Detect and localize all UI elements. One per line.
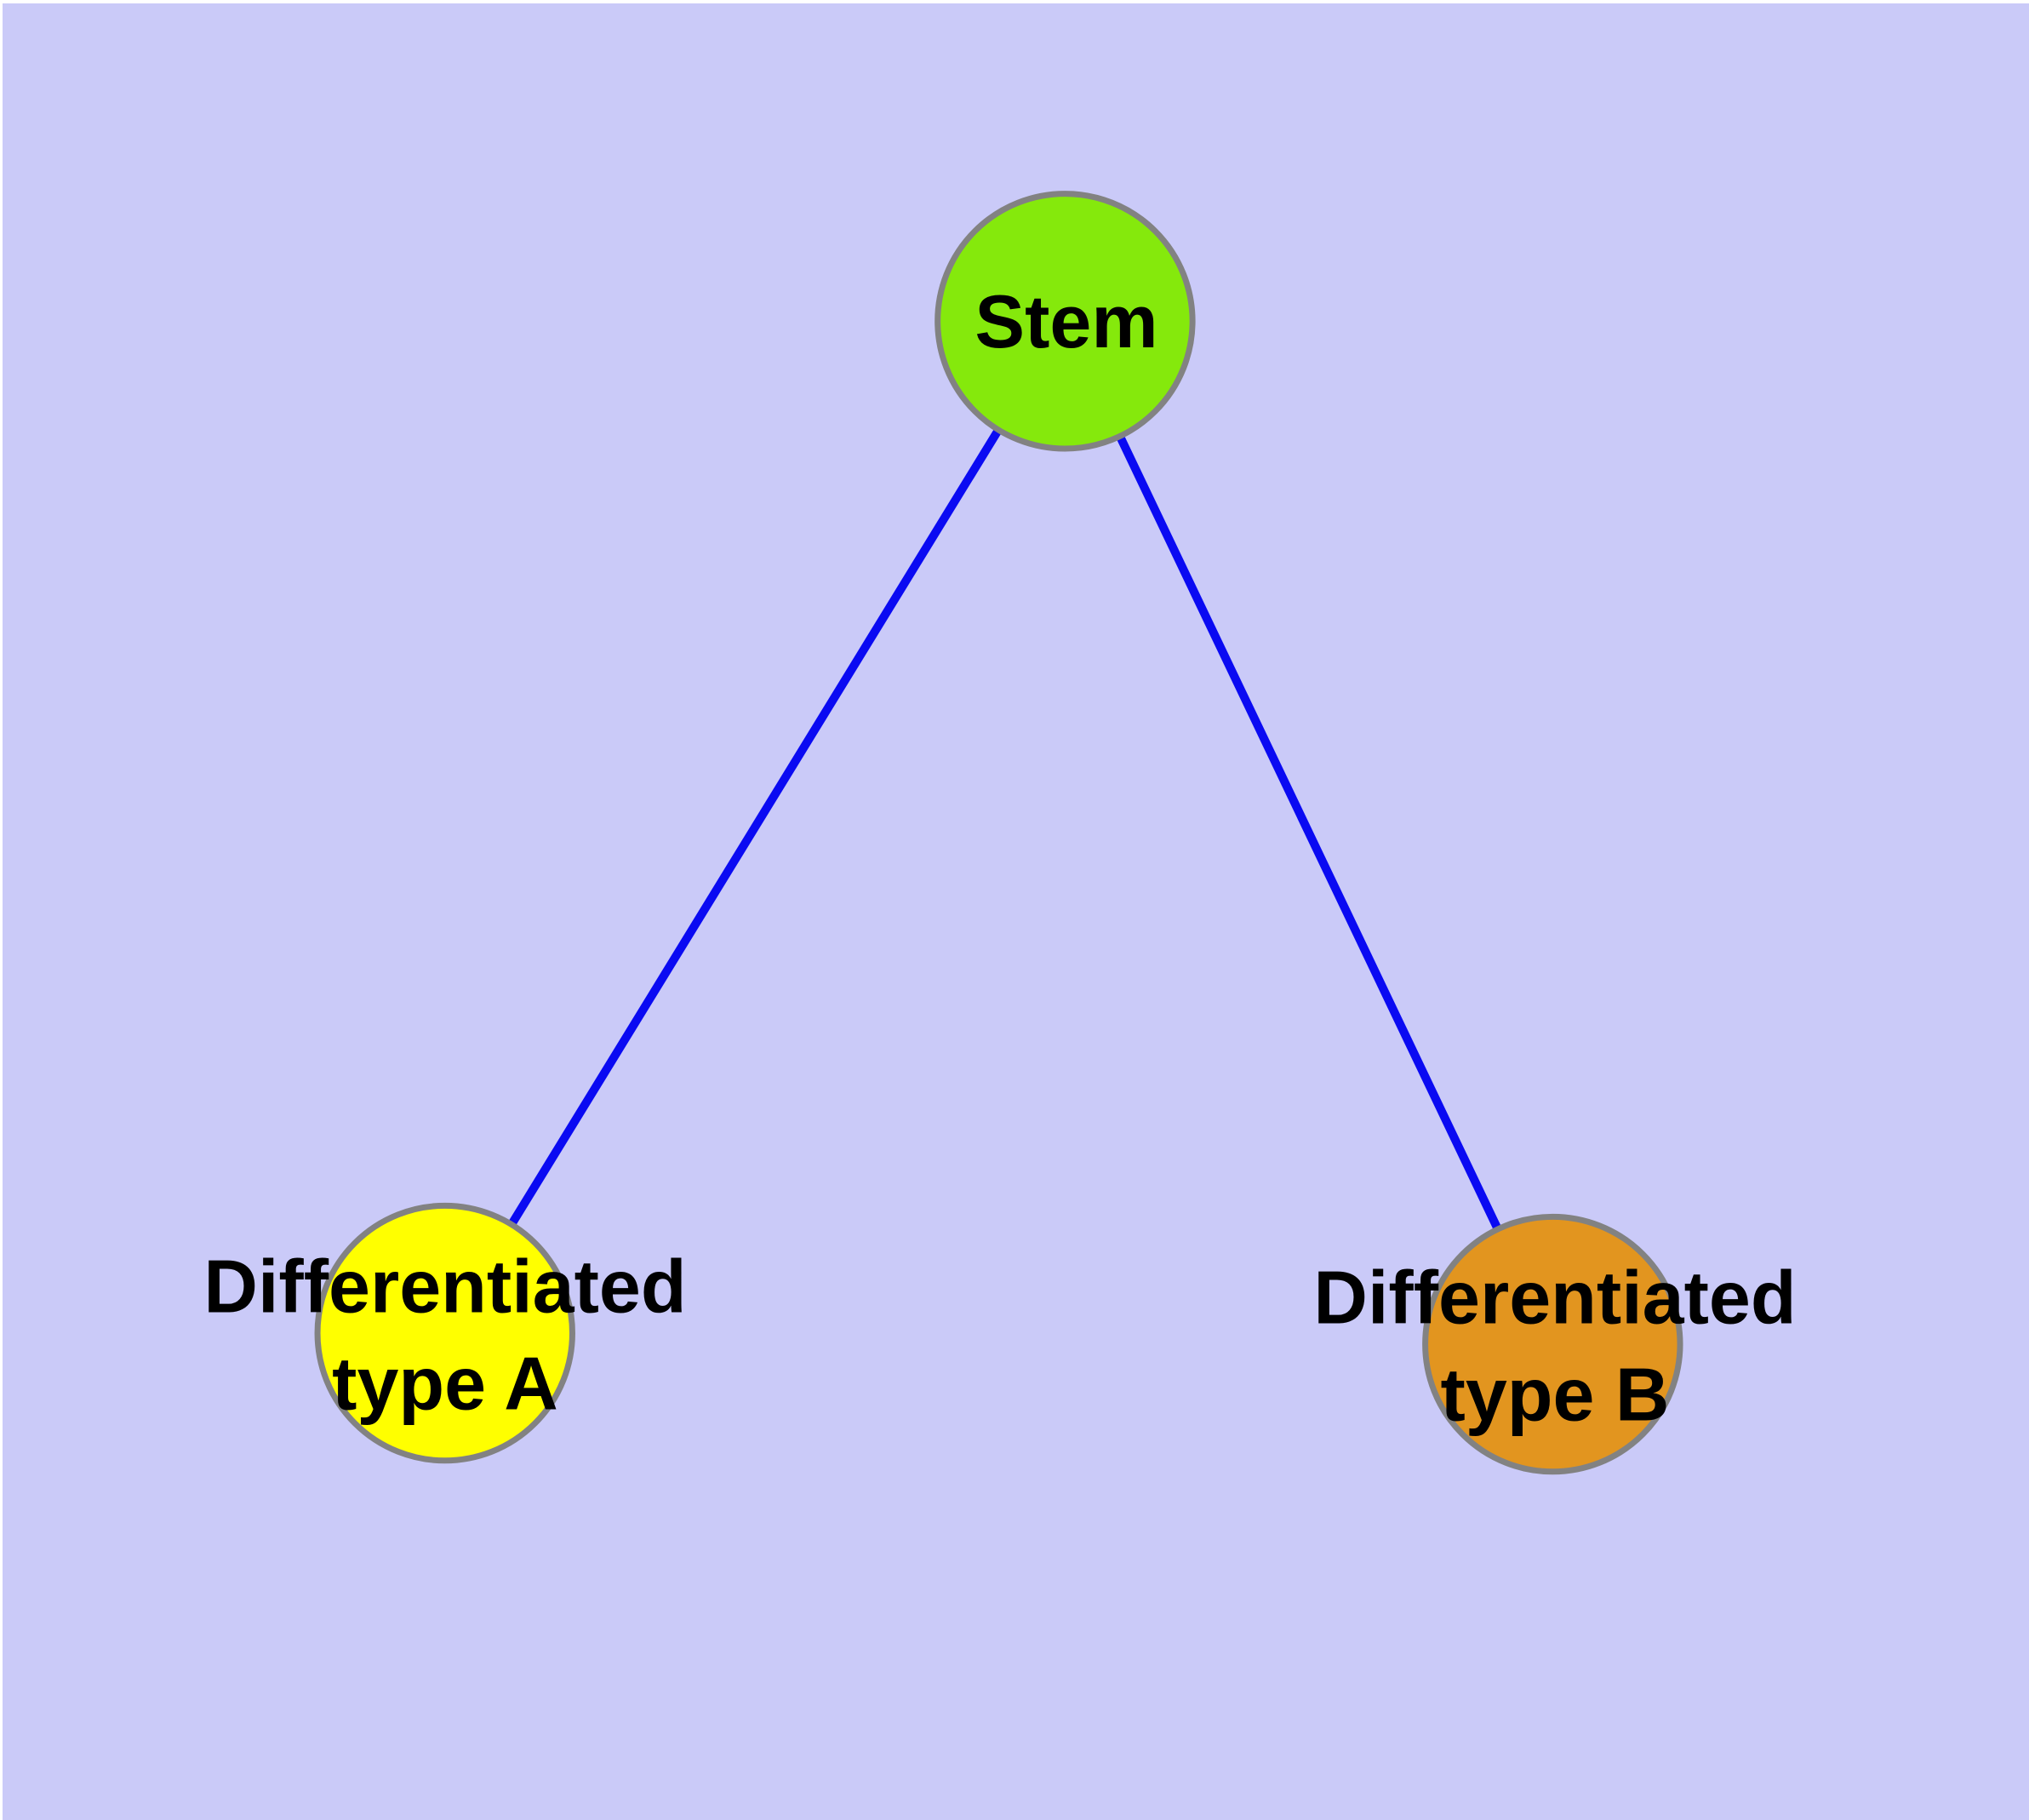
node-differentiated-type-b[interactable]	[1422, 1213, 1683, 1475]
diagram-canvas: Stem Differentiated type A Differentiate…	[3, 3, 2029, 1820]
edge-stem-to-type-b	[1060, 319, 1557, 1347]
node-stem[interactable]	[934, 191, 1196, 452]
node-differentiated-type-a[interactable]	[314, 1202, 575, 1464]
edge-stem-to-type-a	[441, 318, 1069, 1336]
graph-layer	[314, 191, 1683, 1475]
